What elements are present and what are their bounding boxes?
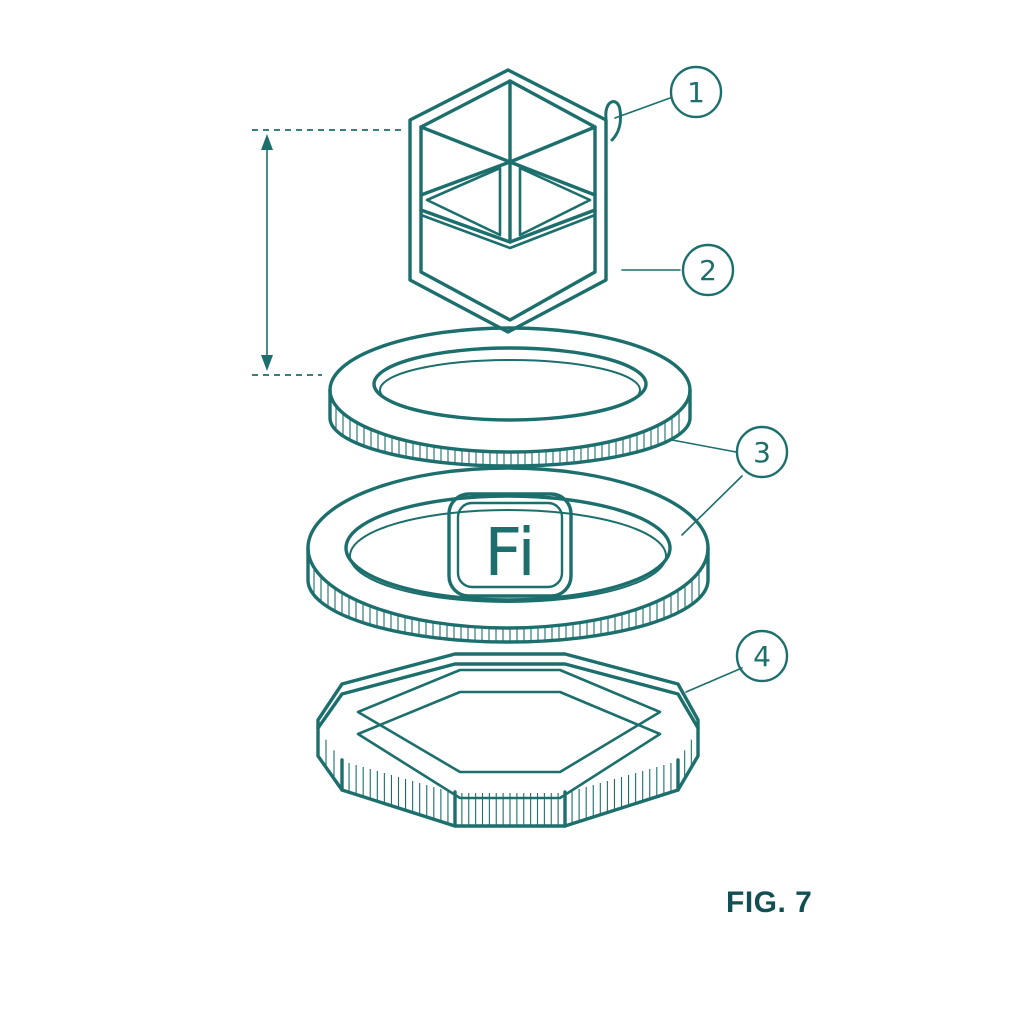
figure-label: FIG. 7 bbox=[726, 886, 813, 919]
leader-lines bbox=[614, 97, 743, 693]
cube-charm bbox=[408, 68, 608, 334]
logo-text: Fi bbox=[484, 514, 536, 591]
hex-tray bbox=[316, 652, 700, 828]
callout-3: 3 bbox=[735, 425, 789, 479]
height-dimension bbox=[252, 129, 402, 376]
callout-1: 1 bbox=[669, 65, 723, 119]
upper-ring bbox=[328, 326, 692, 468]
logo-ring: Fi bbox=[306, 466, 710, 644]
callout-3-number: 3 bbox=[753, 436, 771, 469]
jump-ring bbox=[604, 100, 622, 142]
callout-4-number: 4 bbox=[753, 640, 771, 673]
callout-2-number: 2 bbox=[699, 254, 717, 287]
callout-2: 2 bbox=[681, 243, 735, 297]
callout-4: 4 bbox=[735, 629, 789, 683]
callout-1-number: 1 bbox=[687, 76, 705, 109]
